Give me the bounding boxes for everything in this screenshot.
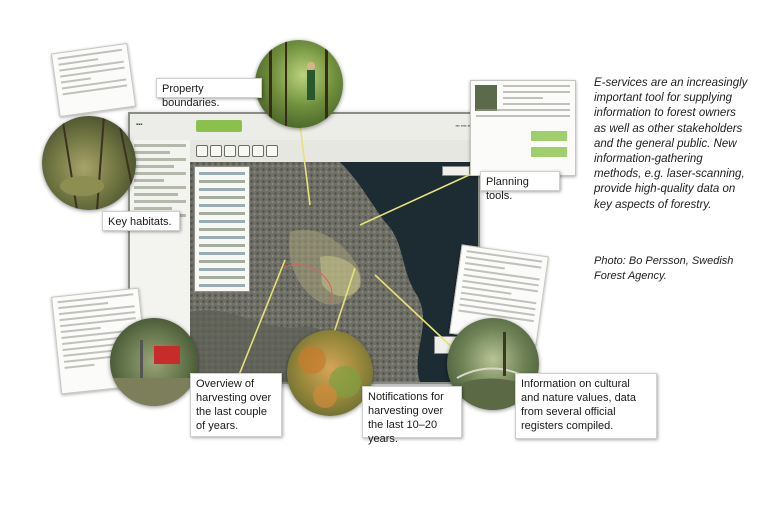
cultural-nature-label: Information on cultural and nature value…: [515, 373, 657, 439]
harvester-photo: [110, 318, 198, 406]
measure-icon[interactable]: [252, 145, 264, 157]
map-toolbar: [190, 140, 478, 163]
photo-credit: Photo: Bo Persson, Swedish Forest Agency…: [594, 255, 734, 282]
map-overview-box[interactable]: [442, 166, 470, 176]
zoom-out-icon[interactable]: [224, 145, 236, 157]
autumn-forest-photo: [287, 330, 373, 416]
print-icon[interactable]: [266, 145, 278, 157]
forest-illustration: [269, 40, 328, 128]
forest-photo-surveyor: [255, 40, 343, 128]
app-menu-tab[interactable]: [196, 120, 242, 132]
notifications-label: Notifications for harvesting over the la…: [362, 386, 462, 445]
harvester-illustration: [110, 340, 198, 406]
autumn-illustration: [298, 346, 361, 408]
planning-document: [470, 80, 576, 176]
pan-icon[interactable]: [196, 145, 208, 157]
report-document: [50, 42, 137, 118]
header-links: ▪▪▪ ▪▪▪▪ ▪▪▪: [455, 123, 472, 128]
app-logo: ▪▪▪: [136, 122, 143, 128]
property-boundaries-label: Property boundaries.: [156, 78, 262, 109]
planning-tools-label: Planning tools.: [480, 171, 560, 202]
habitat-illustration: [60, 116, 133, 210]
overview-harvesting-label: Overview of harvesting over the last cou…: [190, 373, 282, 437]
identify-icon[interactable]: [238, 145, 250, 157]
key-habitat-photo: [42, 116, 136, 210]
zoom-in-icon[interactable]: [210, 145, 222, 157]
gis-screenshot: ▪▪▪ ▪▪▪ ▪▪▪▪ ▪▪▪: [128, 112, 480, 384]
caption-text: E-services are an increasingly important…: [594, 77, 748, 211]
map-layer-list[interactable]: [194, 166, 250, 292]
key-habitats-label: Key habitats.: [102, 211, 180, 231]
